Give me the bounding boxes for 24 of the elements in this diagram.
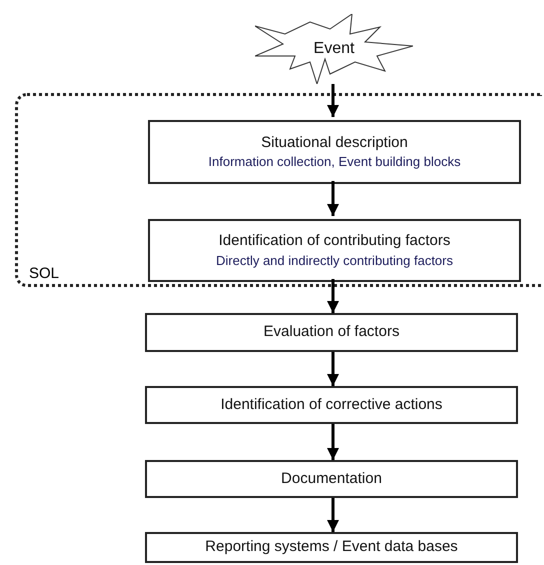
arrow — [327, 498, 339, 532]
event-label: Event — [314, 41, 354, 57]
step-description: Information collection, Event building blocks — [208, 154, 461, 170]
arrow — [327, 84, 339, 117]
process-box — [148, 219, 521, 282]
step-description: Directly and indirectly contributing factors — [216, 252, 453, 269]
step-title: Situational description — [261, 134, 408, 152]
arrow — [327, 181, 339, 216]
process-box — [145, 313, 518, 352]
arrow — [327, 279, 339, 313]
step-title: Identification of contributing factors — [218, 232, 450, 251]
dotted-boundary — [15, 93, 542, 287]
process-box — [145, 532, 518, 563]
starburst-shape — [255, 14, 413, 84]
arrow — [327, 424, 339, 460]
step-title: Reporting systems / Event data bases — [205, 538, 458, 557]
step-title: Documentation — [281, 470, 382, 488]
process-box — [145, 460, 518, 498]
group-label: SOL — [29, 266, 60, 281]
process-box — [148, 120, 521, 184]
process-box — [145, 386, 518, 424]
step-title: Identification of corrective actions — [220, 396, 442, 414]
step-title: Evaluation of factors — [264, 323, 400, 342]
arrow — [327, 352, 339, 386]
